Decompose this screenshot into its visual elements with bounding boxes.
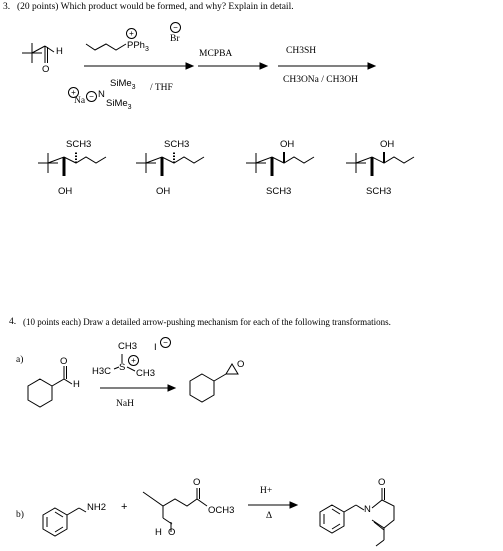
q4a-label: a) — [16, 355, 24, 365]
lactam-product-structure — [319, 488, 395, 547]
q4-prompt: (10 points each) Draw a detailed arrow-p… — [23, 317, 391, 327]
product-4-bottom: SCH3 — [366, 186, 392, 197]
plus-sign: + — [121, 501, 128, 513]
q4a-aldehyde-h: H — [73, 379, 80, 390]
product-3-bottom: SCH3 — [266, 186, 292, 197]
q4a-aldehyde-o: O — [60, 356, 68, 367]
ch3sh-label: CH3SH — [286, 46, 317, 56]
product-1-bottom: OH — [58, 186, 73, 197]
pph3-label: PPh3 — [127, 40, 149, 53]
butyl-phosphonium-structure — [85, 43, 127, 51]
ylide-ch3-right: CH3 — [136, 368, 156, 379]
bromide-minus-charge: − — [170, 22, 181, 33]
sodium-plus-charge: + — [68, 87, 79, 98]
amide-minus-charge: − — [86, 91, 97, 102]
pivaldehyde-o: O — [42, 64, 50, 75]
epoxide-o: O — [237, 359, 245, 370]
product-2-structure — [136, 152, 205, 176]
aldehyde-h-label: H — [155, 527, 162, 538]
product-2-bottom: OH — [156, 186, 171, 197]
mcpba-label: MCPBA — [199, 49, 233, 59]
product-4-top: OH — [380, 139, 395, 150]
q4b-label: b) — [16, 510, 24, 520]
iodide-minus-charge: − — [160, 337, 171, 348]
thf-label: / THF — [150, 83, 173, 93]
q3-prompt: (20 points) Which product would be forme… — [17, 2, 294, 12]
sodium-label: Na — [74, 96, 86, 106]
lactam-o: O — [378, 477, 386, 488]
product-4-structure — [346, 152, 415, 176]
q4-number: 4. — [9, 317, 17, 327]
iodide-label: I — [154, 342, 157, 353]
silyl-b-label: SiMe3 — [106, 98, 132, 111]
phosphonium-plus-charge: + — [126, 28, 137, 39]
lactam-n: N — [364, 504, 371, 515]
cyclohexane-aldehyde-structure — [27, 366, 73, 408]
q3-number: 3. — [3, 2, 11, 12]
ylide-h3c: H3C — [92, 366, 112, 377]
amine-label: NH2 — [87, 502, 107, 513]
product-2-top: SCH3 — [164, 139, 190, 150]
nah-label: NaH — [116, 399, 134, 409]
pivaldehyde-h: H — [56, 46, 63, 57]
aldehyde-ester-structure — [142, 488, 208, 532]
heat-label: Δ — [266, 511, 273, 521]
benzylamine-structure — [42, 507, 87, 537]
product-1-top: SCH3 — [66, 139, 92, 150]
silyl-a-label: SiMe3 — [110, 78, 136, 91]
naome-meoh-label: CH3ONa / CH3OH — [283, 75, 358, 85]
ester-o: O — [193, 477, 201, 488]
ylide-ch3-top: CH3 — [118, 341, 138, 352]
ester-label: OCH3 — [208, 505, 235, 516]
acid-label: H+ — [260, 486, 273, 496]
cyclohexyl-epoxide-structure — [189, 363, 239, 403]
product-1-structure — [38, 152, 107, 176]
sulfonium-plus-charge: + — [128, 355, 139, 366]
product-3-top: OH — [280, 139, 295, 150]
pivaldehyde-structure — [22, 43, 55, 63]
sulfonium-structure — [113, 354, 136, 372]
amide-n-label: N — [98, 89, 105, 100]
bromide-label: Br — [170, 34, 180, 44]
product-3-structure — [246, 152, 315, 176]
ylide-s: S — [119, 362, 126, 373]
aldehyde-o-label: O — [168, 527, 176, 538]
